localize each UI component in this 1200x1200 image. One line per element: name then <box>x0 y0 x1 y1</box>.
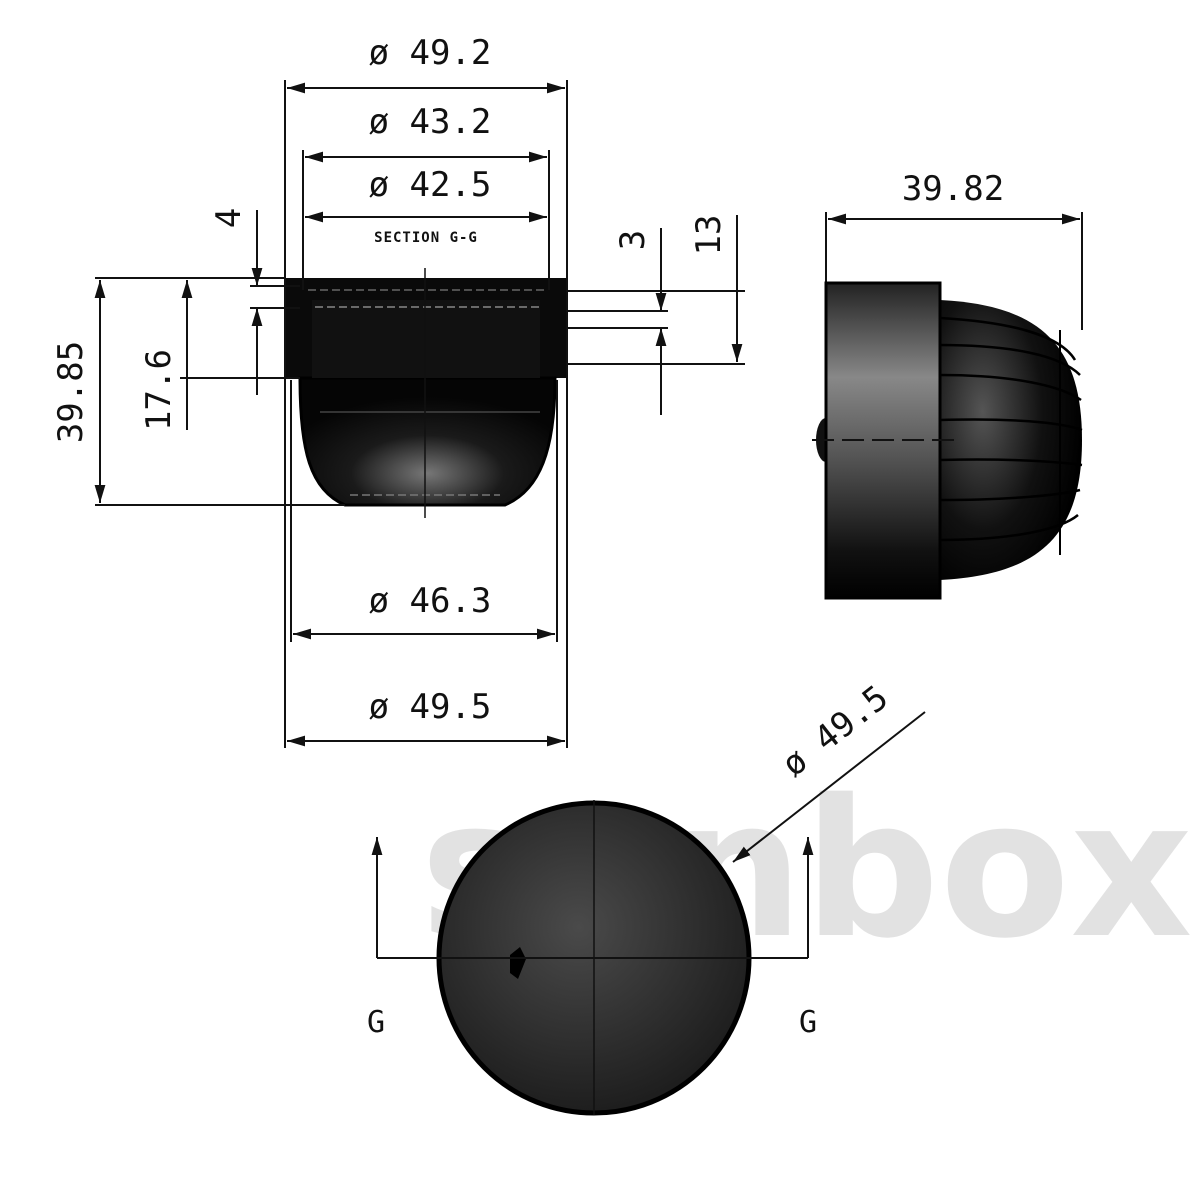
diameter-leader <box>732 711 926 863</box>
dim-top-inner: ø 42.5 <box>369 165 492 205</box>
section-cut-line <box>371 837 814 959</box>
section-view <box>285 268 567 518</box>
side-view <box>812 281 1083 600</box>
dim-lip: 4 <box>209 208 249 228</box>
section-marker-left: G <box>367 1005 385 1040</box>
cup-interior <box>312 300 540 378</box>
dimension-lines <box>94 82 1083 747</box>
dim-height-total: 39.85 <box>51 341 91 443</box>
dim-top-outer: ø 49.2 <box>369 33 492 73</box>
section-label: SECTION G-G <box>374 230 478 246</box>
dim-groove: 3 <box>613 230 653 250</box>
dim-lower-body: ø 46.3 <box>369 581 492 621</box>
dim-side-length: 39.82 <box>902 169 1004 209</box>
dim-height-flange: 17.6 <box>139 349 179 431</box>
dim-flange-depth: 13 <box>689 215 729 256</box>
dim-top-mid: ø 43.2 <box>369 102 492 142</box>
section-marker-right: G <box>799 1005 817 1040</box>
cup-body <box>298 376 557 507</box>
dim-bottom-outer: ø 49.5 <box>369 687 492 727</box>
